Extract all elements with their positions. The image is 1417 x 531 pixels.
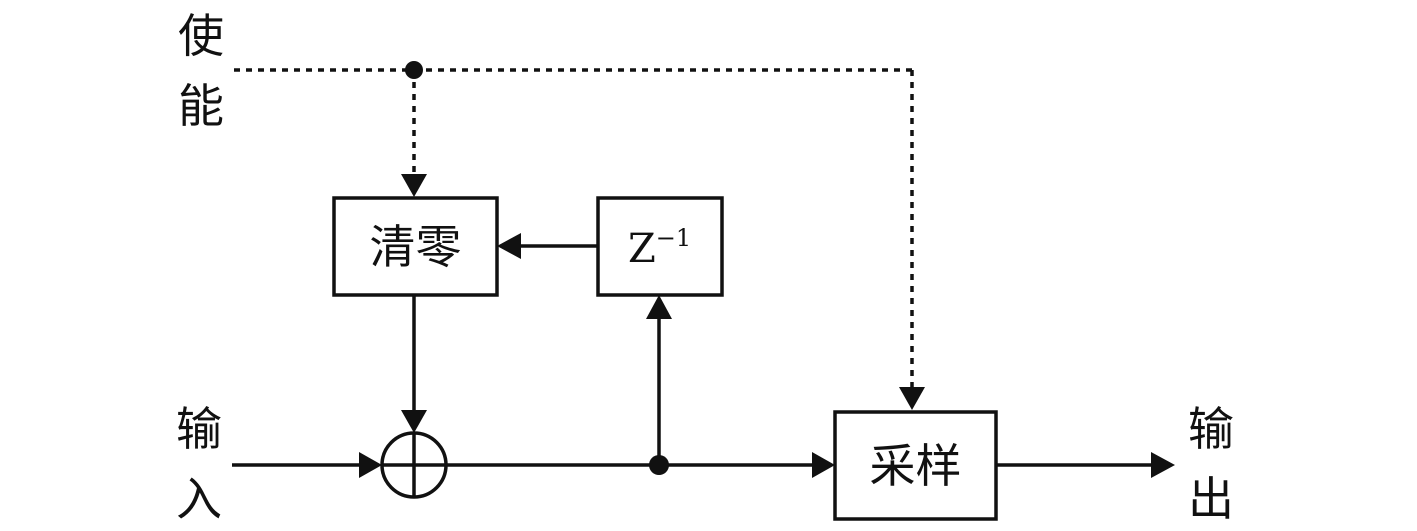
delay-block-exponent: −1 — [656, 224, 691, 252]
enable-junction-dot — [405, 61, 423, 79]
delay-block-base: Z — [628, 226, 656, 272]
output-label-line1: 输 — [1188, 402, 1234, 456]
enable-to-clear-arrowhead — [401, 174, 427, 197]
feedback-to-delay-arrowhead — [646, 295, 672, 319]
input-label: 输 入 — [176, 402, 222, 526]
enable-label: 使 能 — [178, 9, 224, 133]
input-to-adder-arrowhead — [359, 452, 382, 478]
enable-to-sample-arrowhead — [899, 387, 925, 410]
output-label: 输 出 — [1188, 402, 1234, 526]
sample-block-box — [833, 410, 998, 521]
clear-to-adder-arrowhead — [401, 410, 427, 433]
adder-to-sample-arrowhead — [812, 452, 835, 478]
sample-block: 采样 — [833, 410, 998, 521]
input-label-line1: 输 — [176, 402, 222, 456]
clear-block-label: 清零 — [370, 220, 462, 274]
enable-label-line2: 能 — [178, 79, 224, 133]
enable-label-line1: 使 — [178, 9, 224, 63]
input-label-line2: 入 — [176, 472, 222, 526]
delay-block-label: Z−1 — [628, 224, 691, 272]
sample-to-output-arrowhead — [1151, 452, 1175, 478]
delay-block-box — [596, 196, 724, 297]
adder-symbol — [380, 431, 448, 499]
sample-block-label: 采样 — [870, 439, 962, 493]
output-label-line2: 出 — [1188, 472, 1234, 526]
delay-block: Z−1 — [596, 196, 724, 297]
delay-to-clear-arrowhead — [497, 233, 521, 259]
clear-block-box — [332, 196, 499, 297]
feedback-junction-dot — [649, 455, 669, 475]
clear-block: 清零 — [332, 196, 499, 297]
